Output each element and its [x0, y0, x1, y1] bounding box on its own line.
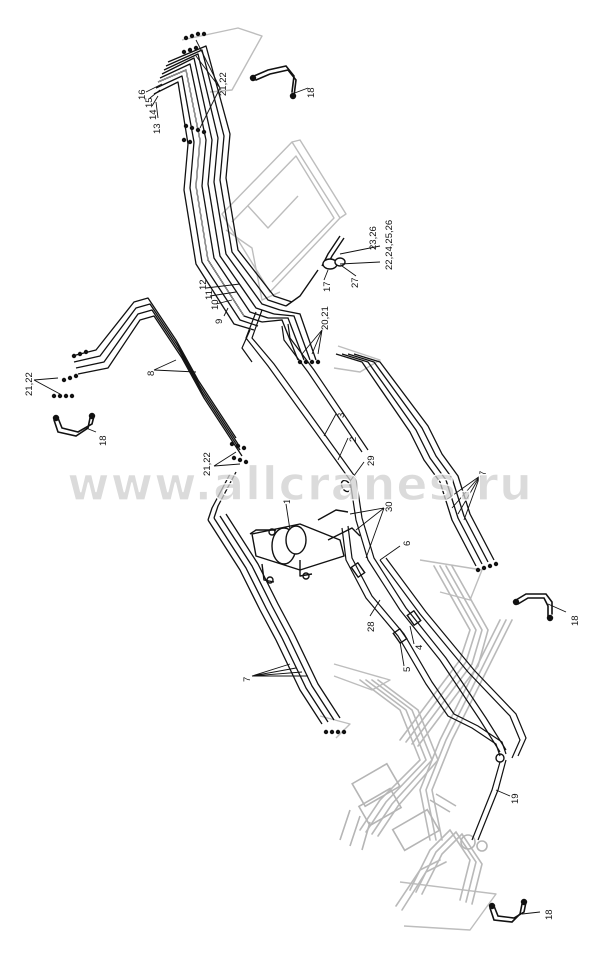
callout-4: 4 [414, 645, 425, 650]
hose-bundle-7-left [207, 471, 341, 725]
valve-assembly-1 [249, 509, 361, 584]
callout-23-26: 23,26 [368, 226, 379, 250]
callout-13: 13 [152, 123, 163, 134]
callout-28: 28 [366, 621, 377, 632]
fittings-7-right [475, 561, 499, 573]
tube-bend-18-top [249, 65, 297, 100]
callout-7-right: 7 [478, 471, 489, 476]
context-hose-bundles [359, 565, 513, 911]
callout-7-left: 7 [242, 677, 253, 682]
leader-lines [33, 39, 567, 915]
callout-11: 11 [204, 290, 215, 300]
callout-8: 8 [146, 371, 157, 376]
callout-15: 15 [144, 97, 155, 108]
callout-29: 29 [366, 455, 377, 466]
tube-bend-18-bottom [488, 898, 528, 923]
pipe-19 [471, 759, 507, 841]
context-frame [181, 27, 497, 931]
fittings-8 [51, 349, 249, 465]
hose-lines-to-20-21 [261, 309, 317, 361]
callout-21-22-mid: 21,22 [202, 452, 213, 476]
callout-3: 3 [336, 413, 347, 418]
callout-18-top: 18 [306, 87, 317, 98]
watermark-text: www.allcranes.ru [67, 457, 533, 511]
callout-6: 6 [402, 541, 413, 546]
callout-16: 16 [137, 89, 148, 100]
callout-18-right: 18 [570, 615, 581, 626]
callout-1: 1 [282, 499, 293, 504]
callout-14: 14 [148, 109, 159, 120]
hose-bundle-8 [71, 297, 243, 457]
hose-bundle-9-16-white [157, 69, 245, 317]
context-valve-block [339, 762, 488, 852]
tube-bend-18-right [512, 593, 554, 622]
hose-bundle-7-right [335, 353, 495, 567]
callout-19: 19 [510, 793, 521, 804]
callout-5: 5 [402, 667, 413, 672]
callout-21-22-top: 21,22 [218, 72, 229, 96]
callout-labels: 21,22 18 16 15 14 13 23,26 22,24,25,26 2… [24, 72, 581, 920]
callout-18-bottom: 18 [544, 909, 555, 920]
pipe-2-3-fitting [340, 479, 352, 493]
main-pipes-2-3 [241, 309, 507, 753]
tube-bend-18-left [52, 412, 96, 437]
callout-10: 10 [210, 299, 221, 310]
top-fittings [181, 31, 207, 145]
fittings-7-left [323, 729, 347, 735]
callout-12: 12 [198, 279, 209, 290]
callout-18-left: 18 [98, 435, 109, 446]
callout-30: 30 [384, 501, 395, 512]
callout-17: 17 [322, 281, 333, 292]
component-17-27 [285, 235, 346, 307]
callout-22-24-25-26: 22,24,25,26 [384, 220, 395, 270]
callout-2: 2 [348, 437, 359, 442]
pipes-4-5-6-28 [341, 525, 527, 759]
callout-20-21: 20,21 [320, 306, 331, 330]
callout-21-22-left: 21,22 [24, 372, 35, 396]
callout-27: 27 [350, 277, 361, 288]
callout-9: 9 [214, 319, 225, 324]
